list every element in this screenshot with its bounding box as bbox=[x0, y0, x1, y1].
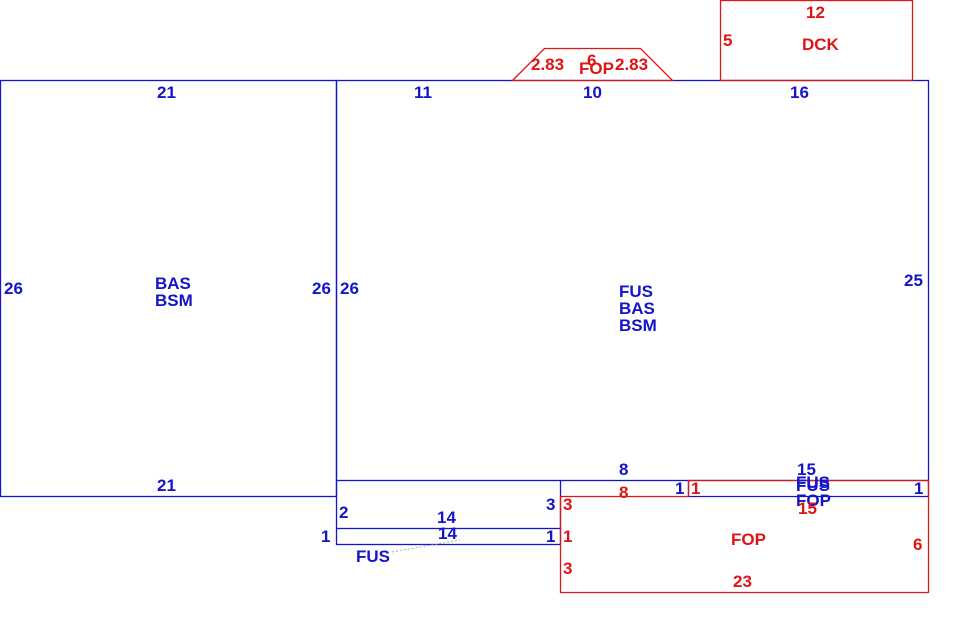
area-code-left-2: BSM bbox=[155, 291, 193, 310]
area-code-overlap-1: FUS bbox=[796, 476, 830, 495]
deck-outline bbox=[719, 0, 914, 82]
dim-left-right: 26 bbox=[312, 279, 331, 298]
dim-fop-b-6: 6 bbox=[913, 535, 922, 554]
dim-notch-right-1: 1 bbox=[914, 479, 923, 498]
area-code-main-3: BSM bbox=[619, 316, 657, 335]
area-code-overlap-2: FOP bbox=[796, 491, 831, 510]
dim-fop-top-left: 2.83 bbox=[531, 55, 564, 74]
dim-fop-b-8: 8 bbox=[619, 483, 628, 502]
area-code-main-2: BAS bbox=[619, 299, 655, 318]
dim-main-right: 25 bbox=[904, 271, 923, 290]
dim-fop-b-15: 15 bbox=[798, 499, 817, 518]
area-code-left-1: BAS bbox=[155, 274, 191, 293]
dim-step-14-lower: 14 bbox=[438, 524, 457, 543]
dim-fop-top-mid: 6 bbox=[587, 51, 596, 70]
area-code-main-1: FUS bbox=[619, 282, 653, 301]
dim-main-top-c: 16 bbox=[790, 83, 809, 102]
dim-step-1-left: 1 bbox=[321, 527, 330, 546]
dim-fop-b-3-bottom: 3 bbox=[563, 559, 572, 578]
dim-notch-15: 15 bbox=[797, 460, 816, 479]
dim-notch-1: 1 bbox=[675, 479, 684, 498]
front-porch-bottom-outline bbox=[559, 479, 930, 594]
dim-main-left: 26 bbox=[340, 279, 359, 298]
leader-line bbox=[391, 539, 461, 553]
dim-fop-top-right: 2.83 bbox=[615, 55, 648, 74]
front-porch-top-outline bbox=[510, 47, 675, 82]
dim-fop-b-3-top: 3 bbox=[563, 495, 572, 514]
dim-step-2: 2 bbox=[339, 503, 348, 522]
dim-fop-b-1: 1 bbox=[691, 479, 700, 498]
dim-left-left: 26 bbox=[4, 279, 23, 298]
dim-fop-b-23: 23 bbox=[733, 572, 752, 591]
dim-step-3: 3 bbox=[546, 495, 555, 514]
dim-dck-left: 5 bbox=[723, 31, 732, 50]
area-code-fop-top: FOP bbox=[579, 59, 614, 78]
dim-step-1-right: 1 bbox=[546, 527, 555, 546]
main-block-outline bbox=[335, 79, 930, 482]
area-code-dck: DCK bbox=[802, 35, 840, 54]
dim-main-top-a: 11 bbox=[414, 83, 432, 102]
dim-notch-8: 8 bbox=[619, 460, 628, 479]
area-code-strip-fus: FUS bbox=[356, 547, 390, 566]
dim-dck-top: 12 bbox=[806, 3, 825, 22]
area-code-overlap-fus-a: FUS bbox=[796, 473, 830, 492]
dim-left-top: 21 bbox=[157, 83, 176, 102]
dim-main-top-b: 10 bbox=[583, 83, 602, 102]
area-code-fop-bottom: FOP bbox=[731, 530, 766, 549]
dim-step-14-upper: 14 bbox=[437, 508, 456, 527]
dim-fop-b-1-left: 1 bbox=[563, 527, 572, 546]
dim-left-bottom: 21 bbox=[157, 476, 176, 495]
